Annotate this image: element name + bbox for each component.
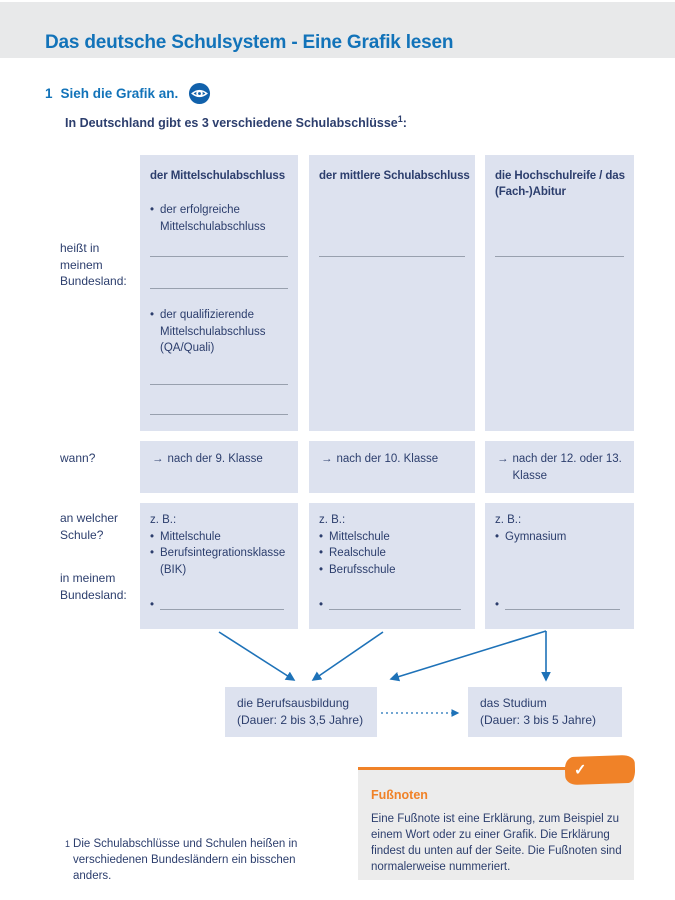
write-line <box>495 256 624 257</box>
rowlabel-school-line1: an welcher <box>60 511 119 525</box>
school-item: • Mittelschule <box>319 529 465 546</box>
page-title: Das deutsche Schulsystem - Eine Grafik l… <box>45 32 454 53</box>
rowlabel-school-line2: Schule? <box>60 527 104 542</box>
bullet-icon: • <box>319 598 324 611</box>
school-item-text: Realschule <box>329 547 386 559</box>
school-write-row: • <box>495 597 620 614</box>
check-badge: ✓ <box>564 754 636 786</box>
intro-text: In Deutschland gibt es 3 verschiedene Sc… <box>65 114 407 130</box>
degree-variant-text: der qualifizierende Mittelschulabschluss… <box>160 309 266 354</box>
degree-title: der Mittelschulabschluss <box>150 170 285 182</box>
degree-variant: • der qualifizierende Mittelschulabschlu… <box>150 307 290 357</box>
school-item-text: Mittelschule <box>329 530 390 543</box>
outcome-box-studium: das Studium (Dauer: 3 bis 5 Jahre) <box>468 687 622 737</box>
bullet-icon: • <box>495 598 500 611</box>
write-line <box>319 256 465 257</box>
when-box: → nach der 12. oder 13. Klasse <box>485 441 634 493</box>
rowlabel-state-line1: in meinem <box>60 571 116 585</box>
task-number: 1 <box>45 86 53 101</box>
tip-body: Eine Fußnote ist eine Erklärung, zum Bei… <box>371 813 622 873</box>
bullet-icon: • <box>150 547 155 559</box>
school-item-text: Gymnasium <box>505 530 567 543</box>
footnote-ref: 1 <box>65 839 71 849</box>
check-icon: ✓ <box>573 761 587 779</box>
rowlabel-name-line2: meinem <box>60 257 103 272</box>
bullet-icon: • <box>150 204 155 216</box>
tip-box-fussnoten: ✓ Fußnoten Eine Fußnote ist eine Erkläru… <box>358 754 636 880</box>
outcome-duration: (Dauer: 3 bis 5 Jahre) <box>480 713 597 727</box>
rowlabel-name-line1: heißt in <box>60 241 100 255</box>
arrow-icon: → <box>497 453 509 465</box>
school-item-text: Berufsintegrationsklasse (BIK) <box>160 547 286 576</box>
school-write-row: • <box>150 597 284 614</box>
bullet-icon: • <box>495 530 500 543</box>
degree-box-mittelschulabschluss: der Mittelschulabschluss • der erfolgrei… <box>140 155 298 431</box>
task-heading: 1 Sieh die Grafik an. <box>45 82 211 105</box>
degree-title: der mittlere Schulabschluss <box>319 170 470 182</box>
when-text: nach der 9. Klasse <box>167 453 263 465</box>
outcome-box-berufsausbildung: die Berufsausbildung (Dauer: 2 bis 3,5 J… <box>225 687 377 737</box>
examples-label: z. B.: <box>319 514 346 526</box>
examples-label: z. B.: <box>495 514 522 526</box>
outcome-title: das Studium <box>480 696 547 710</box>
footnote-text: Die Schulabschlüsse und Schulen heißen i… <box>73 838 298 882</box>
when-box: → nach der 9. Klasse <box>140 441 298 493</box>
degree-title: die Hochschulreife / das (Fach-)Abitur <box>495 170 625 198</box>
bullet-icon: • <box>150 598 155 611</box>
rowlabel-name-line3: Bundesland: <box>60 274 127 288</box>
bullet-icon: • <box>150 530 155 543</box>
school-item: • Realschule <box>319 545 465 562</box>
examples-label: z. B.: <box>150 514 177 526</box>
write-line <box>150 256 288 257</box>
write-line <box>160 609 284 610</box>
rowlabel-state: in meinem Bundesland: <box>60 570 127 603</box>
write-line <box>505 609 620 610</box>
arrow-icon: → <box>152 453 164 465</box>
school-item: • Berufsintegrationsklasse (BIK) <box>150 545 288 578</box>
intro-footnote-ref: 1 <box>397 114 403 124</box>
degree-box-mittlerer-schulabschluss: der mittlere Schulabschluss <box>309 155 475 431</box>
rowlabel-when: wann? <box>60 451 96 465</box>
school-item: • Gymnasium <box>495 529 624 546</box>
write-line <box>150 288 288 289</box>
eye-icon <box>188 82 211 105</box>
school-item: • Berufsschule <box>319 562 465 579</box>
school-item-text: Mittelschule <box>160 530 221 543</box>
rowlabel-name: heißt in meinem Bundesland: <box>60 240 127 290</box>
intro-suffix: : <box>402 116 407 131</box>
when-box: → nach der 10. Klasse <box>309 441 475 493</box>
tip-title: Fußnoten <box>371 788 428 802</box>
school-write-row: • <box>319 597 461 614</box>
outcome-duration: (Dauer: 2 bis 3,5 Jahre) <box>237 713 364 727</box>
task-label: Sieh die Grafik an. <box>60 86 179 101</box>
bullet-icon: • <box>319 563 324 576</box>
write-line <box>150 384 288 385</box>
degree-variant: • der erfolgreiche Mittelschulabschluss <box>150 202 290 235</box>
header-band <box>0 2 675 58</box>
rowlabel-school: an welcher Schule? <box>60 510 118 543</box>
write-line <box>150 414 288 415</box>
degree-box-hochschulreife: die Hochschulreife / das (Fach-)Abitur <box>485 155 634 431</box>
degree-variant-text: der erfolgreiche Mittelschulabschluss <box>160 204 266 233</box>
arrow-icon: → <box>321 453 333 465</box>
school-item: • Mittelschule <box>150 529 288 546</box>
when-text: nach der 10. Klasse <box>336 453 439 465</box>
school-box: z. B.: • Mittelschule • Berufsintegratio… <box>140 503 298 629</box>
page-footnote: 1 Die Schulabschlüsse und Schulen heißen… <box>65 836 335 884</box>
bullet-icon: • <box>319 530 324 543</box>
school-box: z. B.: • Gymnasium • <box>485 503 634 629</box>
intro-main: In Deutschland gibt es 3 verschiedene Sc… <box>65 116 398 131</box>
school-box: z. B.: • Mittelschule • Realschule • Ber… <box>309 503 475 629</box>
write-line <box>329 609 461 610</box>
rowlabel-state-line2: Bundesland: <box>60 587 127 602</box>
when-text: nach der 12. oder 13. Klasse <box>512 453 622 482</box>
outcome-title: die Berufsausbildung <box>237 696 350 710</box>
bullet-icon: • <box>150 309 155 321</box>
school-item-text: Berufsschule <box>329 563 396 576</box>
bullet-icon: • <box>319 547 324 559</box>
